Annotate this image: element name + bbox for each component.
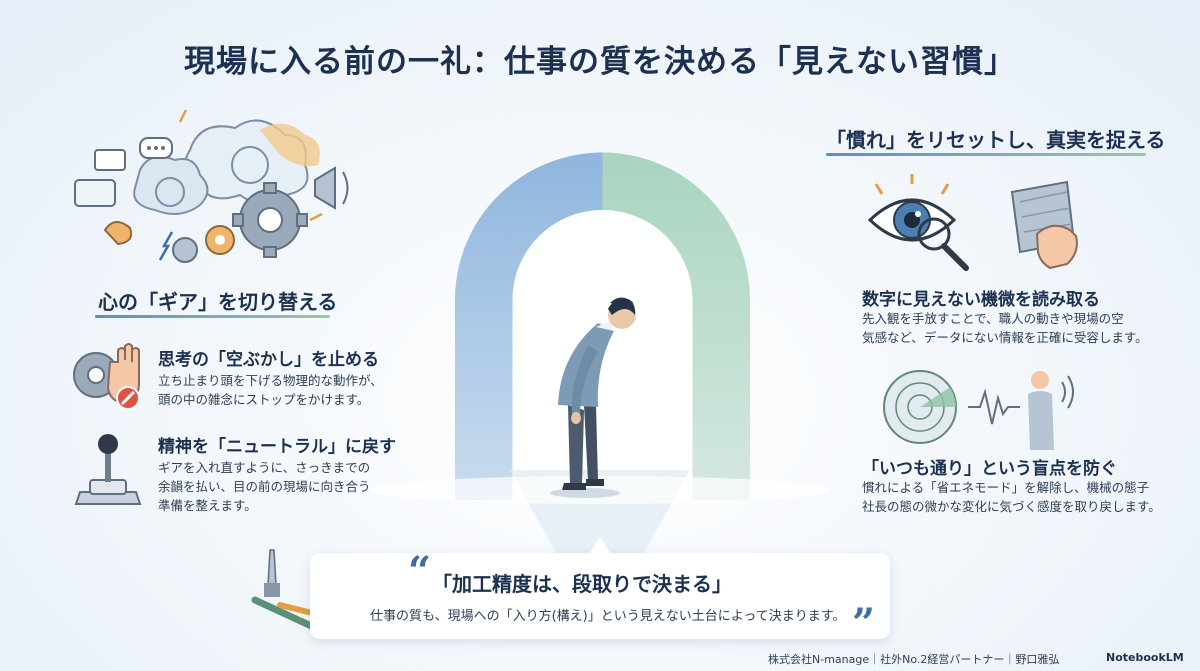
bowing-person-illustration	[550, 297, 636, 498]
left-heading-underline	[95, 315, 330, 318]
right-item-2-line-1: 慣れによる「省エネモード」を解除し、機械の態子	[862, 480, 1150, 495]
right-item-2-title: 「いつも通り」という盲点を防ぐ	[862, 459, 1117, 479]
thought-gears-illustration	[74, 110, 349, 263]
quote-close-mark: ”	[852, 600, 876, 647]
gear-icon	[232, 182, 308, 258]
quote-title: 「加工精度は、段取りで決まる」	[432, 572, 732, 596]
left-item-1-line-2: 頭の中の雑念にストップをかけます。	[158, 392, 370, 407]
gear-shift-icon	[74, 434, 142, 505]
right-item-1-line-2: 気感など、データにない情報を正確に受容します。	[862, 330, 1148, 345]
right-item-1-title: 数字に見えない機微を読み取る	[862, 290, 1100, 310]
left-item-2-text: ギアを入れ直すように、さっきまでの 余韻を払い、目の前の現場に向き合う 準備を整…	[158, 458, 371, 515]
footer-brand: NotebookLM	[1106, 651, 1184, 664]
quote-open-mark: “	[408, 548, 432, 595]
right-section-heading: 「慣れ」をリセットし、真実を捉える	[826, 128, 1166, 152]
left-item-2-title: 精神を「ニュートラル」に戻す	[158, 437, 396, 457]
eye-magnifier-icon	[867, 174, 1078, 271]
right-item-1-line-1: 先入観を手放すことで、職人の動きや現場の空	[862, 311, 1124, 326]
footer-credit: 株式会社N-manage｜社外No.2経営パートナー｜野口雅弘	[768, 653, 1060, 666]
person-icon	[1028, 371, 1074, 450]
quote-text: 仕事の質も、現場への「入り方(構え)」という見えない土台によって決まります。	[370, 609, 846, 624]
left-item-1-title: 思考の「空ぶかし」を止める	[158, 350, 379, 370]
quote-box	[310, 553, 890, 639]
left-item-2-line-2: 余韻を払い、目の前の現場に向き合う	[158, 479, 371, 494]
right-item-2-line-2: 社長の態の微かな変化に気づく感度を取り戻します。	[862, 499, 1161, 514]
left-item-1-text: 立ち止まり頭を下げる物理的な動作が、 頭の中の雑念にストップをかけます。	[158, 371, 383, 409]
right-item-1-text: 先入観を手放すことで、職人の動きや現場の空 気感など、データにない情報を正確に受…	[862, 309, 1148, 347]
left-section-heading: 心の「ギア」を切り替える	[98, 290, 338, 314]
left-item-1-line-1: 立ち止まり頭を下げる物理的な動作が、	[158, 373, 383, 388]
hand-stop-icon	[73, 343, 140, 410]
right-item-2-text: 慣れによる「省エネモード」を解除し、機械の態子 社長の態の微かな変化に気づく感度…	[862, 478, 1161, 516]
page-title: 現場に入る前の一礼：仕事の質を決める「見えない習慣」	[184, 44, 1016, 80]
quote-box-pointer	[588, 536, 612, 556]
radar-icon	[883, 370, 1074, 450]
right-heading-underline	[826, 153, 1146, 156]
hand-touch-icon	[1010, 180, 1078, 270]
left-item-2-line-1: ギアを入れ直すように、さっきまでの	[158, 460, 371, 475]
megaphone-icon	[314, 166, 349, 210]
left-item-2-line-3: 準備を整えます。	[158, 498, 257, 513]
